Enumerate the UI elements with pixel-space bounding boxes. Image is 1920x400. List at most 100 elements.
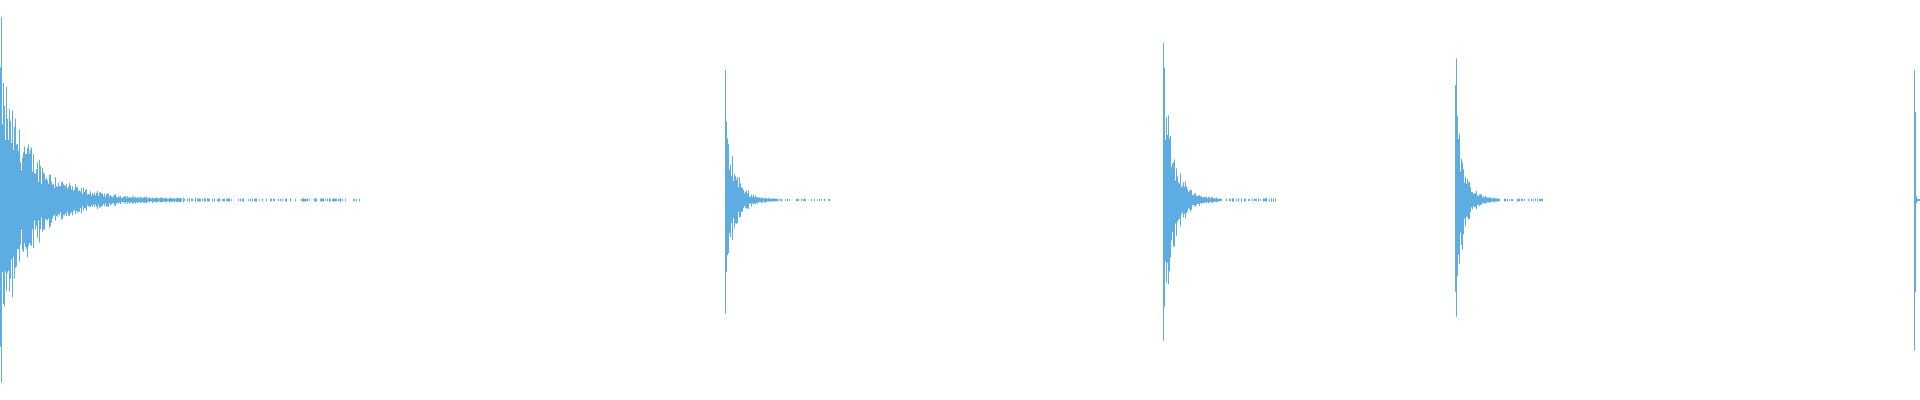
waveform-sample-bar xyxy=(110,195,111,206)
waveform-sample-bar xyxy=(119,197,120,203)
waveform-sample-bar xyxy=(821,198,822,201)
waveform-sample-bar xyxy=(1182,185,1183,213)
waveform-sample-bar xyxy=(756,197,757,203)
waveform-sample-bar xyxy=(87,194,88,206)
waveform-sample-bar xyxy=(731,175,732,224)
waveform-sample-bar xyxy=(152,197,153,204)
waveform-sample-bar xyxy=(1497,198,1498,202)
waveform-sample-bar xyxy=(1208,197,1209,204)
waveform-sample-bar xyxy=(316,198,317,202)
waveform-sample-bar xyxy=(1209,197,1210,203)
waveform-sample-bar xyxy=(101,193,102,207)
waveform-sample-bar xyxy=(1195,193,1196,207)
waveform-sample-bar xyxy=(198,199,199,202)
waveform-sample-bar xyxy=(1469,181,1470,219)
waveform-sample-bar xyxy=(59,186,60,216)
waveform-sample-bar xyxy=(1269,198,1270,202)
waveform-sample-bar xyxy=(1176,168,1177,236)
waveform-sample-bar xyxy=(322,198,323,202)
waveform-sample-bar xyxy=(38,181,39,221)
waveform-sample-bar xyxy=(1916,196,1917,204)
waveform-sample-bar xyxy=(286,198,287,202)
waveform-sample-bar xyxy=(224,198,225,202)
waveform-sample-bar xyxy=(104,193,105,207)
waveform-sample-bar xyxy=(156,197,157,203)
waveform-sample-bar xyxy=(134,198,135,203)
waveform-sample-bar xyxy=(17,143,18,249)
waveform-sample-bar xyxy=(1171,166,1172,241)
waveform-sample-bar xyxy=(1470,187,1471,213)
waveform-sample-bar xyxy=(47,180,48,221)
waveform-sample-bar xyxy=(75,184,76,215)
waveform-sample-bar xyxy=(1221,198,1222,201)
waveform-sample-bar xyxy=(334,198,335,202)
waveform-sample-bar xyxy=(157,198,158,202)
waveform-sample-bar xyxy=(1471,191,1472,208)
waveform-sample-bar xyxy=(89,193,90,207)
waveform-sample-bar xyxy=(785,199,786,201)
waveform-sample-bar xyxy=(1197,195,1198,205)
waveform-sample-bar xyxy=(1487,197,1488,203)
waveform-sample-bar xyxy=(1461,158,1462,245)
waveform-sample-bar xyxy=(819,198,820,201)
waveform-sample-bar xyxy=(1539,198,1540,202)
waveform-sample-bar xyxy=(1463,169,1464,235)
waveform-sample-bar xyxy=(1233,198,1234,202)
waveform-sample-bar xyxy=(173,198,174,202)
waveform-sample-bar xyxy=(40,165,41,230)
waveform-sample-bar xyxy=(1167,135,1168,263)
waveform-sample-bar xyxy=(1168,115,1169,285)
waveform-sample-bar xyxy=(1213,198,1214,202)
waveform-sample-bar xyxy=(1205,197,1206,203)
waveform-sample-bar xyxy=(42,168,43,232)
waveform-sample-bar xyxy=(142,197,143,203)
waveform-transient xyxy=(1914,69,1920,351)
waveform-sample-bar xyxy=(31,147,32,246)
waveform-sample-bar xyxy=(778,199,779,202)
waveform-sample-bar xyxy=(767,198,768,202)
waveform-sample-bar xyxy=(67,188,68,212)
waveform-sample-bar xyxy=(11,143,12,260)
waveform-sample-bar xyxy=(100,192,101,208)
waveform-sample-bar xyxy=(741,187,742,212)
waveform-sample-bar xyxy=(191,198,192,202)
waveform-sample-bar xyxy=(1485,195,1486,204)
waveform-sample-bar xyxy=(262,198,263,202)
waveform-sample-bar xyxy=(743,189,744,209)
waveform-sample-bar xyxy=(122,197,123,203)
waveform-sample-bar xyxy=(102,193,103,206)
waveform-sample-bar xyxy=(124,196,125,203)
waveform-sample-bar xyxy=(20,162,21,245)
waveform-sample-bar xyxy=(160,197,161,203)
waveform-sample-bar xyxy=(166,198,167,203)
waveform-sample-bar xyxy=(1535,198,1536,202)
waveform-sample-bar xyxy=(118,196,119,204)
waveform-sample-bar xyxy=(1459,133,1460,264)
waveform-sample-bar xyxy=(315,198,316,202)
waveform-sample-bar xyxy=(1917,198,1918,202)
waveform-sample-bar xyxy=(1185,181,1186,219)
waveform-sample-bar xyxy=(770,198,771,202)
waveform-sample-bar xyxy=(1458,139,1459,255)
waveform-sample-bar xyxy=(1216,197,1217,203)
waveform-sample-bar xyxy=(1166,117,1167,283)
waveform-sample-bar xyxy=(1464,182,1465,219)
waveform-sample-bar xyxy=(749,196,750,204)
waveform-sample-bar xyxy=(1271,198,1272,202)
waveform-sample-bar xyxy=(111,196,112,205)
waveform-sample-bar xyxy=(18,150,19,250)
waveform-sample-bar xyxy=(1541,198,1542,201)
waveform-sample-bar xyxy=(66,183,67,217)
waveform-sample-bar xyxy=(238,198,239,202)
waveform-sample-bar xyxy=(217,198,218,202)
waveform-sample-bar xyxy=(748,190,749,209)
waveform-sample-bar xyxy=(1248,199,1249,201)
waveform-sample-bar xyxy=(278,198,279,202)
waveform-sample-bar xyxy=(1518,199,1519,201)
waveform-sample-bar xyxy=(1230,198,1231,202)
waveform-sample-bar xyxy=(728,143,729,253)
waveform-sample-bar xyxy=(1255,198,1256,201)
waveform-sample-bar xyxy=(183,197,184,203)
waveform-sample-bar xyxy=(725,69,726,314)
